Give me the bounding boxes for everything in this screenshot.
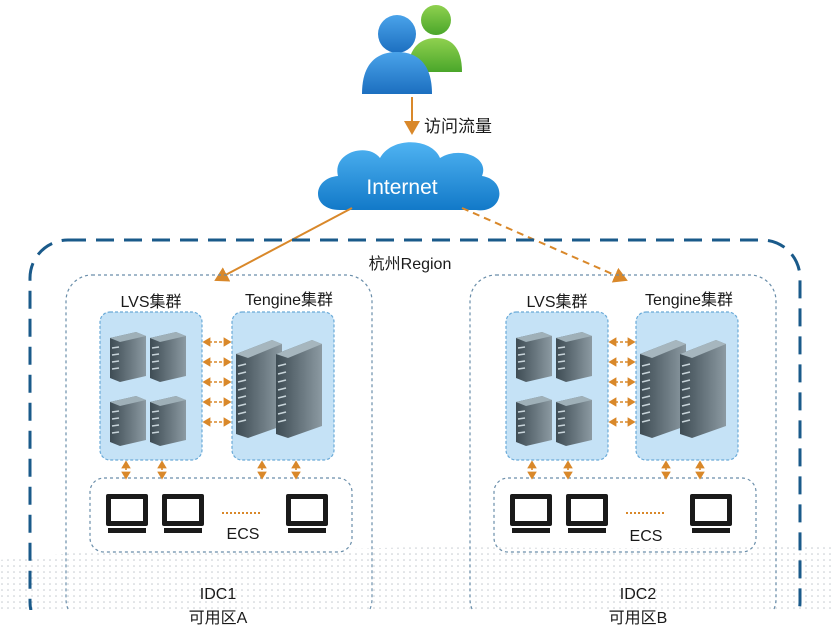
server-icon [110,332,146,382]
tengine-label-idc1: Tengine集群 [244,292,334,309]
ecs-box [89,477,353,553]
link-internet-idc2 [461,207,628,283]
idc2-zone: 可用区B [608,610,668,627]
monitor-icon [286,494,328,533]
server-icon [556,396,592,446]
network-diagram [0,5,831,610]
server-icon [110,396,146,446]
monitor-icon [690,494,732,533]
server-icon [640,340,686,438]
monitor-icon [106,494,148,533]
server-icon [556,332,592,382]
ecs-box [493,477,757,553]
server-icon [276,340,322,438]
server-icon [150,332,186,382]
monitor-icon [510,494,552,533]
idc1-zone: 可用区A [188,610,248,627]
link-internet-idc1 [214,207,353,282]
ecs-label-idc1: ECS [226,526,260,543]
traffic-label: 访问流量 [424,117,492,136]
idc2-title: IDC2 [619,586,657,603]
internet-label: Internet [366,176,438,199]
server-icon [516,332,552,382]
monitor-icon [566,494,608,533]
ecs-label-idc2: ECS [629,528,663,545]
internet-cloud-icon [318,142,500,211]
lvs-label-idc1: LVS集群 [120,294,182,311]
users-icon [362,5,462,94]
world-map-texture [0,545,831,610]
server-icon [150,396,186,446]
lvs-label-idc2: LVS集群 [526,294,588,311]
region-box [28,238,802,610]
idc1-title: IDC1 [199,586,237,603]
monitor-icon [162,494,204,533]
server-icon [516,396,552,446]
region-label: 杭州Region [368,256,452,273]
server-icon [236,340,282,438]
tengine-label-idc2: Tengine集群 [644,292,734,309]
server-icon [680,340,726,438]
